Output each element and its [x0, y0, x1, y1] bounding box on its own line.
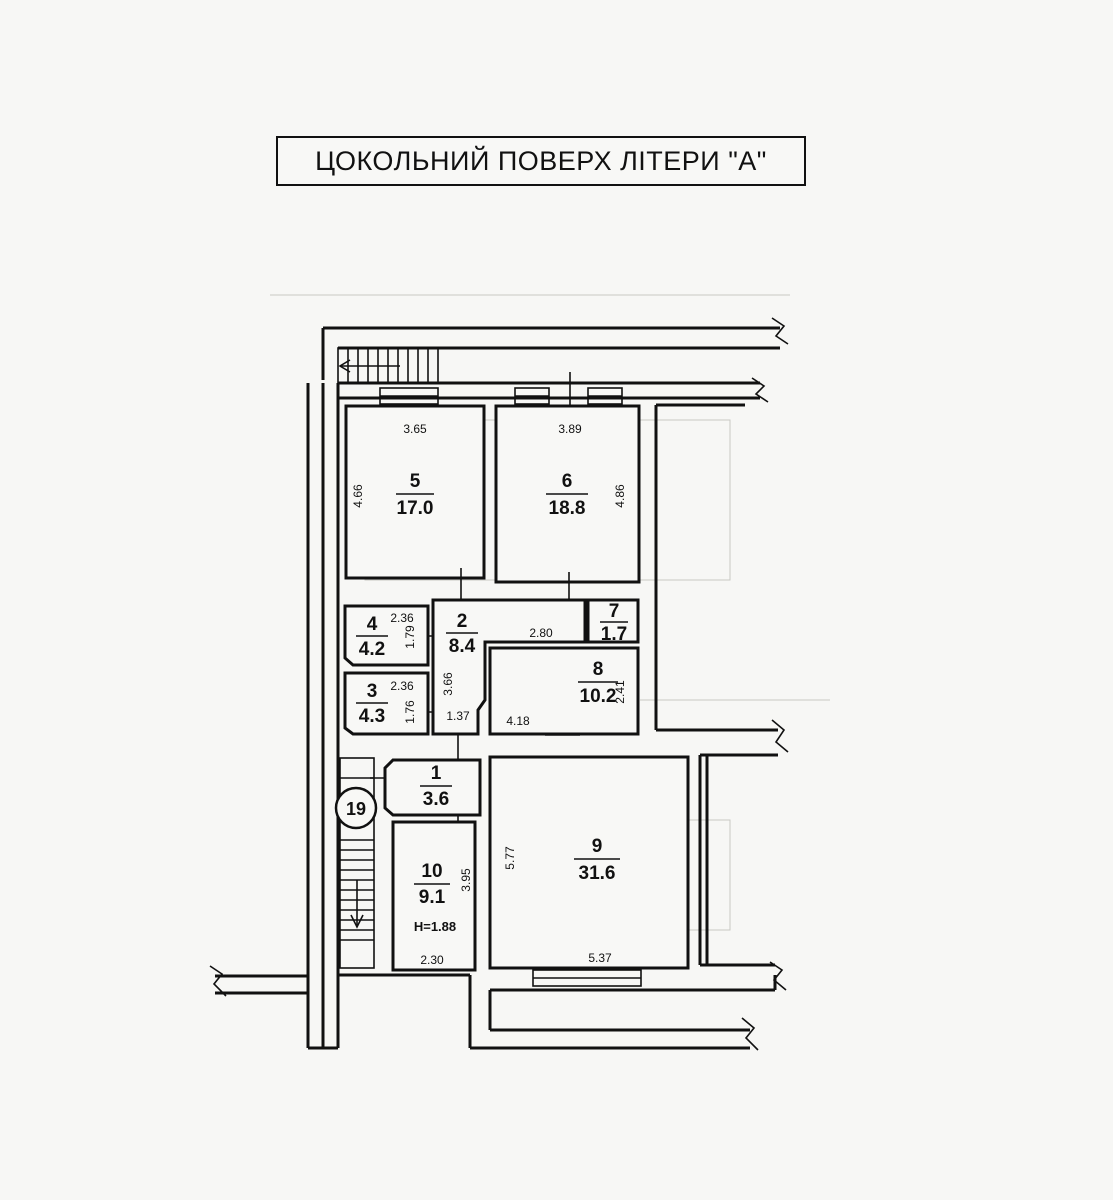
room-10: 10 9.1 3.95 H=1.88 2.30 [391, 820, 477, 972]
room-2-dim-d: 1.37 [446, 709, 470, 723]
room-8-number: 8 [593, 659, 604, 680]
room-2-number: 2 [457, 611, 468, 632]
room-5-number: 5 [410, 471, 421, 492]
room-1-area: 3.6 [423, 789, 449, 810]
room-5-area: 17.0 [397, 498, 434, 519]
room-7-number: 7 [609, 601, 620, 622]
room-2-dim-c: 3.66 [441, 672, 455, 696]
room-10-area: 9.1 [419, 887, 446, 908]
room-10-dim-a: 3.95 [459, 868, 473, 892]
stair-marker-label: 19 [346, 799, 366, 819]
room-10-height: H=1.88 [414, 919, 456, 934]
room-1: 1 3.6 [383, 758, 482, 817]
room-8: 8 10.2 2.41 4.18 [488, 646, 640, 736]
room-9-number: 9 [592, 836, 603, 857]
room-4-area: 4.2 [359, 639, 385, 660]
room-8-dim-b: 4.18 [506, 714, 530, 728]
windows-top [379, 372, 623, 408]
room-6-area: 18.8 [549, 498, 586, 519]
window-bottom [532, 969, 642, 987]
room-10-dim-b: 2.30 [420, 953, 444, 967]
stair-marker [334, 786, 378, 830]
room-3-dim-length: 1.76 [403, 700, 417, 724]
room-9-area: 31.6 [579, 863, 616, 884]
room-6-dim-length: 4.86 [613, 484, 627, 508]
room-10-number: 10 [421, 861, 442, 882]
room-7: 7 1.7 [586, 598, 640, 645]
room-3-dim-width: 2.36 [390, 679, 414, 693]
room-5-dim-width: 3.65 [403, 422, 427, 436]
room-3-area: 4.3 [359, 706, 385, 727]
room-5: 3.65 4.66 5 17.0 [344, 404, 486, 580]
room-4-number: 4 [367, 614, 378, 635]
room-2-dim-b: 2.80 [529, 626, 553, 640]
left-stair: 19 [334, 757, 378, 969]
room-5-dim-length: 4.66 [351, 484, 365, 508]
room-7-area: 1.7 [601, 624, 627, 645]
room-6: 3.89 4.86 6 18.8 [494, 404, 641, 584]
room-2: 2 8.4 1.79 2.80 3.66 1.37 [403, 598, 587, 736]
top-stair [337, 347, 439, 384]
plan-title: ЦОКОЛЬНИЙ ПОВЕРХ ЛІТЕРИ "А" [276, 136, 806, 186]
room-9-dim-b: 5.37 [588, 951, 612, 965]
room-8-dim-a: 2.41 [613, 680, 627, 704]
room-3: 2.36 1.76 3 4.3 [343, 671, 430, 736]
room-1-number: 1 [431, 763, 442, 784]
room-2-dim-a: 1.79 [403, 625, 417, 649]
room-9: 9 31.6 5.77 5.37 [488, 755, 690, 970]
room-2-area: 8.4 [449, 636, 476, 657]
room-4-dim: 2.36 [390, 611, 414, 625]
room-3-number: 3 [367, 681, 378, 702]
room-4: 2.36 4 4.2 [343, 604, 430, 667]
room-6-dim-width: 3.89 [558, 422, 582, 436]
room-8-area: 10.2 [580, 686, 617, 707]
room-9-dim-a: 5.77 [503, 846, 517, 870]
room-6-number: 6 [562, 471, 573, 492]
